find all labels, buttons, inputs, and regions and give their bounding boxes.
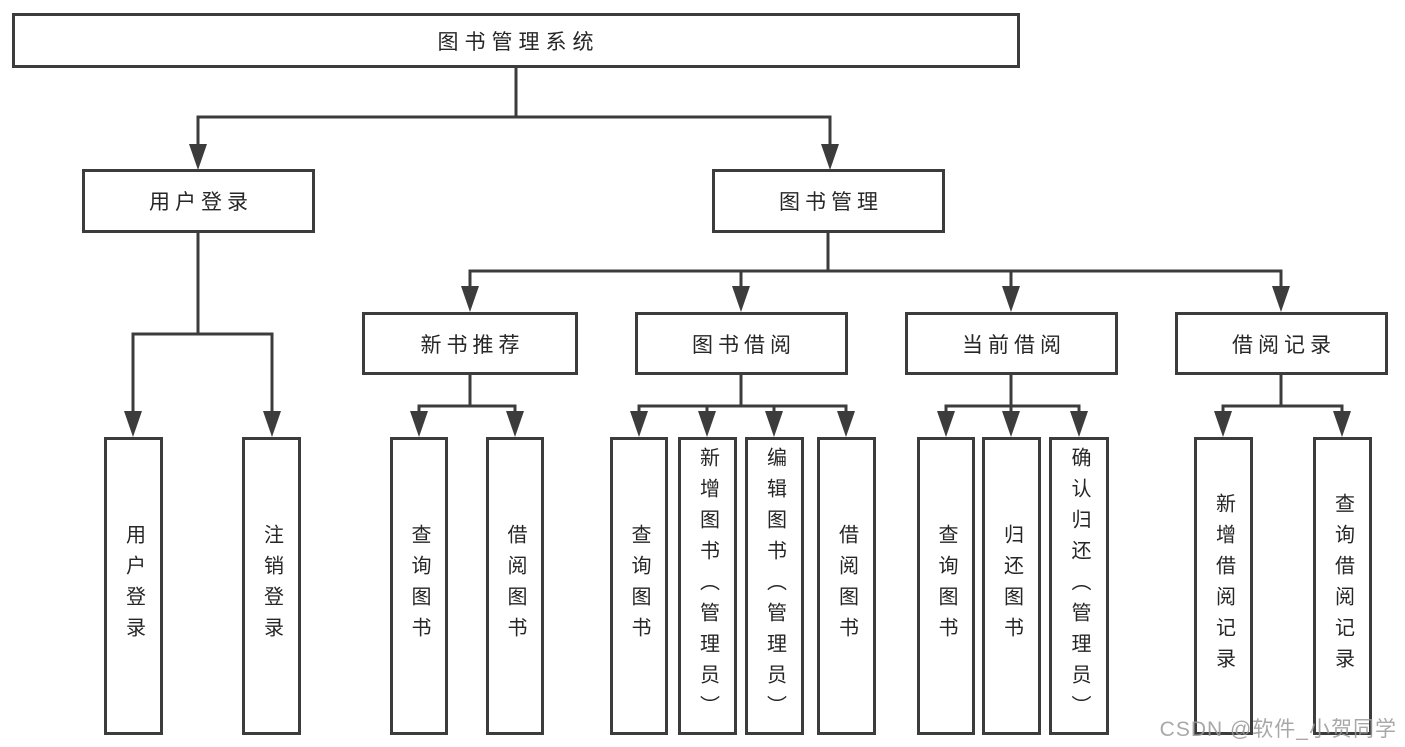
arrowhead-leaf-query-books-1 [410, 411, 428, 437]
arrowhead-leaf-query-books-2 [630, 411, 648, 437]
node-library-management-system: 图书管理系统 [12, 13, 1020, 68]
connector-borrow-records-to-leaves [1221, 374, 1344, 412]
csdn-watermark: CSDN @软件_小贺同学 [1159, 718, 1397, 741]
node-book-management: 图书管理 [712, 169, 945, 233]
arrowhead-leaf-add-record [1214, 411, 1232, 437]
leaf-user-login: 用户登录 [104, 437, 163, 735]
arrowhead-borrow-records-node [1272, 286, 1290, 312]
leaf-borrow-books-1: 借阅图书 [486, 437, 544, 735]
connector-current-borrow-to-leaves [944, 374, 1081, 412]
connector-book-borrow-to-leaves [637, 374, 848, 412]
arrowhead-leaf-query-books-3 [937, 411, 955, 437]
leaf-query-borrow-record: 查询借阅记录 [1313, 437, 1372, 735]
connector-new-book-to-leaves [417, 374, 517, 412]
arrowhead-leaf-logout [263, 411, 281, 437]
arrowhead-leaf-query-record [1333, 411, 1351, 437]
leaf-confirm-return-admin: 确认归还（管理员） [1049, 437, 1109, 735]
arrowhead-user-login-node [189, 144, 207, 170]
arrowhead-leaf-confirm-return [1070, 411, 1088, 437]
leaf-borrow-books-2: 借阅图书 [817, 437, 876, 735]
connector-user-login-to-leaves [131, 232, 274, 412]
leaf-edit-book-admin: 编辑图书（管理员） [745, 437, 804, 735]
leaf-query-books-1: 查询图书 [390, 437, 448, 735]
leaf-logout: 注销登录 [242, 437, 301, 735]
arrowhead-leaf-add-book [698, 411, 716, 437]
connector-book-management-to-level3 [468, 232, 1283, 287]
leaf-return-book: 归还图书 [982, 437, 1041, 735]
arrowhead-leaf-return-book [1002, 411, 1020, 437]
arrowhead-book-borrow-node [732, 286, 750, 312]
arrowhead-leaf-borrow-books-2 [837, 411, 855, 437]
arrowhead-leaf-user-login [124, 411, 142, 437]
leaf-query-books-3: 查询图书 [917, 437, 975, 735]
arrowhead-new-book-node [461, 286, 479, 312]
node-current-borrowing: 当前借阅 [905, 312, 1118, 375]
arrowhead-leaf-edit-book [765, 411, 783, 437]
node-user-login: 用户登录 [82, 169, 315, 233]
arrowhead-book-management-node [821, 144, 839, 170]
arrowhead-leaf-borrow-books-1 [506, 411, 524, 437]
node-borrowing-records: 借阅记录 [1175, 312, 1388, 375]
arrowhead-current-borrow-node [1002, 286, 1020, 312]
node-new-book-recommendation: 新书推荐 [362, 312, 578, 375]
leaf-query-books-2: 查询图书 [610, 437, 668, 735]
leaf-add-book-admin: 新增图书（管理员） [678, 437, 737, 735]
leaf-add-borrow-record: 新增借阅记录 [1194, 437, 1253, 735]
connector-root-to-level2 [196, 68, 832, 145]
node-book-borrowing: 图书借阅 [635, 312, 848, 375]
